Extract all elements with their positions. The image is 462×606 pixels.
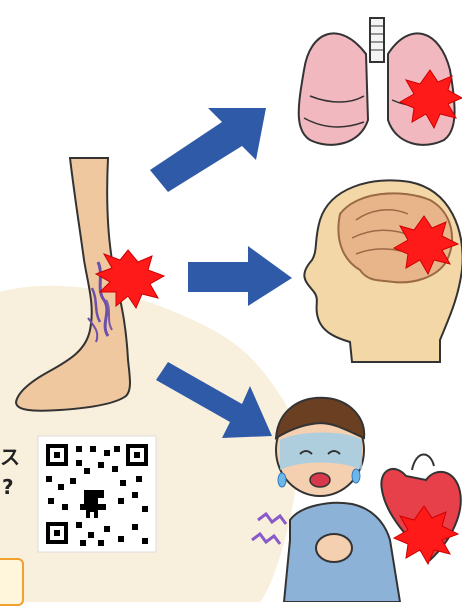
orange-callout-box <box>0 558 24 606</box>
side-text-line1: ス <box>0 444 20 470</box>
side-text-line2: ? <box>2 474 14 500</box>
